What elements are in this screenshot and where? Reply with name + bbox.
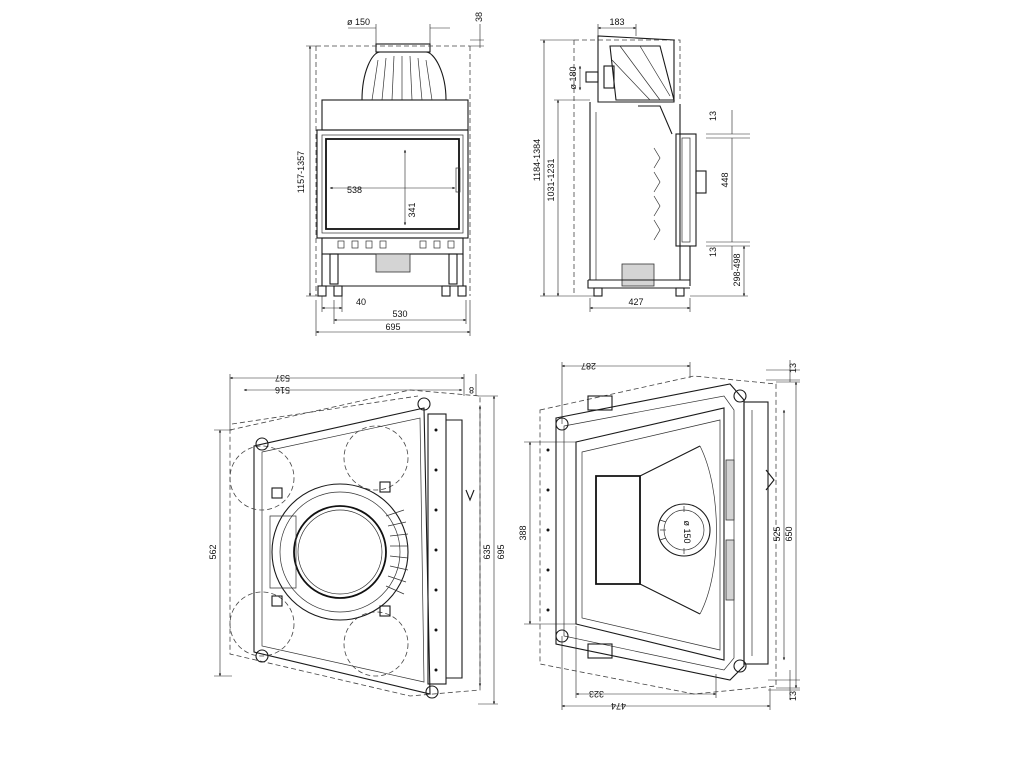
plan-right-bottom-offset: 13 — [788, 691, 798, 701]
side-view — [573, 35, 707, 297]
side-opening-height: 448 — [720, 172, 730, 187]
plan-right-top-offset: 13 — [788, 363, 798, 373]
front-view — [315, 43, 471, 297]
plan-right-bottom-width-b: 474 — [611, 701, 626, 711]
plan-left-depth-right-b: 695 — [496, 544, 506, 559]
plan-left-top-offset: 8 — [469, 385, 474, 395]
front-foot-offset: 40 — [356, 297, 366, 307]
plan-left-top-width-b: 516 — [275, 385, 290, 395]
plan-left-top-width-a: 537 — [275, 373, 290, 383]
side-frame-bottom: 13 — [708, 247, 718, 257]
side-height-inner: 1031-1231 — [546, 158, 556, 201]
side-height-outer: 1184-1384 — [532, 139, 542, 181]
front-dimensions: ø 150 38 1157-1357 538 341 40 530 695 — [296, 12, 484, 336]
side-flue-offset: 183 — [609, 17, 624, 27]
plan-right-depth-a: 525 — [772, 526, 782, 541]
front-inner-width: 530 — [392, 309, 407, 319]
side-base-height: 298-498 — [732, 253, 742, 286]
plan-left-depth-right-a: 635 — [482, 544, 492, 559]
plan-right-view — [539, 375, 777, 695]
plan-right-depth-b: 650 — [784, 526, 794, 541]
plan-right-dimensions: 287 13 388 ø 150 525 650 323 474 13 — [518, 360, 800, 711]
plan-left-depth: 562 — [208, 544, 218, 559]
front-top-offset: 38 — [474, 12, 484, 22]
plan-left-view — [229, 389, 481, 699]
side-depth: 427 — [628, 297, 643, 307]
plan-right-bottom-width-a: 323 — [589, 689, 604, 699]
front-height-range: 1157-1357 — [296, 151, 306, 193]
side-flue-diameter: ø 180 — [568, 66, 578, 89]
plan-right-inner-depth: 388 — [518, 525, 528, 540]
plan-right-top-width: 287 — [581, 361, 596, 371]
plan-left-dimensions: 537 516 8 562 635 695 — [208, 373, 506, 705]
side-dimensions: 183 ø 180 1184-1384 1031-1231 13 448 13 … — [532, 17, 750, 312]
front-glass-width: 538 — [347, 185, 362, 195]
front-flue-diameter: ø 150 — [347, 17, 370, 27]
plan-right-flue-diameter: ø 150 — [682, 520, 692, 543]
front-overall-width: 695 — [385, 322, 400, 332]
front-glass-height: 341 — [407, 202, 417, 217]
side-frame-top: 13 — [708, 111, 718, 121]
